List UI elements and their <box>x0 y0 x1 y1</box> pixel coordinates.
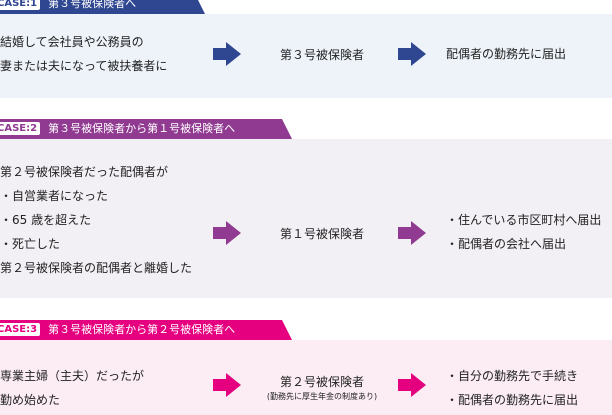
case-2-result-label: 第１号被保険者 <box>279 227 364 241</box>
case-3-result-note: (勤務先に厚生年金の制度あり) <box>266 392 378 401</box>
case-1-procedure-line: 配偶者の勤務先に届出 <box>446 47 567 61</box>
case-2-panel <box>0 139 612 298</box>
arrow-right-icon <box>213 42 241 66</box>
case-3-condition: 専業主婦（主夫）だったが 勤め始めた <box>0 364 144 412</box>
case-3-title: 第３号被保険者から第２号被保険者へ <box>48 323 236 336</box>
case-2-procedure: ・住んでいる市区町村へ届出 ・配偶者の会社へ届出 <box>446 208 601 256</box>
case-1-tab: CASE:1 第３号被保険者へ <box>0 0 205 14</box>
case-1-panel <box>0 14 612 98</box>
case-3-code: CASE:3 <box>0 323 40 336</box>
case-1-title: 第３号被保険者へ <box>48 0 137 10</box>
case-3-procedure: ・自分の勤務先で手続き ・配偶者の勤務先に届出 <box>446 364 578 412</box>
arrow-right-icon <box>398 373 426 397</box>
case-2-condition-line: ・自営業者になった <box>0 189 109 203</box>
case-3-result-label: 第２号被保険者 <box>279 375 364 389</box>
case-2-condition: 第２号被保険者だった配偶者が ・自営業者になった ・65 歳を超えた ・死亡した… <box>0 160 192 280</box>
case-2-title: 第３号被保険者から第１号被保険者へ <box>48 122 236 135</box>
case-2-condition-line: ・死亡した <box>0 237 61 251</box>
arrow-right-icon <box>398 221 426 245</box>
case-1-procedure: 配偶者の勤務先に届出 <box>446 42 566 66</box>
case-2-condition-line: ・65 歳を超えた <box>0 213 92 227</box>
case-1-result: 第３号被保険者 <box>270 46 374 63</box>
case-3-procedure-line: ・配偶者の勤務先に届出 <box>446 393 579 407</box>
case-1-result-label: 第３号被保険者 <box>279 48 364 62</box>
case-1-condition-line: 結婚して会社員や公務員の <box>0 35 144 49</box>
case-1-code: CASE:1 <box>0 0 40 10</box>
case-2-procedure-line: ・住んでいる市区町村へ届出 <box>446 213 602 227</box>
case-3-condition-line: 勤め始めた <box>0 393 61 407</box>
case-3-procedure-line: ・自分の勤務先で手続き <box>446 369 579 383</box>
arrow-right-icon <box>398 42 426 66</box>
case-1-condition-line: 妻または夫になって被扶養者に <box>0 59 168 73</box>
case-3-condition-line: 専業主婦（主夫）だったが <box>0 369 145 383</box>
case-2-procedure-line: ・配偶者の会社へ届出 <box>446 237 567 251</box>
case-3-result: 第２号被保険者 (勤務先に厚生年金の制度あり) <box>248 373 396 403</box>
case-3-tab: CASE:3 第３号被保険者から第２号被保険者へ <box>0 320 292 340</box>
case-2-code: CASE:2 <box>0 122 40 135</box>
case-2-tab: CASE:2 第３号被保険者から第１号被保険者へ <box>0 119 292 139</box>
arrow-right-icon <box>213 373 241 397</box>
case-2-result: 第１号被保険者 <box>270 225 374 242</box>
case-2-condition-line: 第２号被保険者の配偶者と離婚した <box>0 261 193 275</box>
arrow-right-icon <box>213 221 241 245</box>
case-2-condition-line: 第２号被保険者だった配偶者が <box>0 165 169 179</box>
case-3-panel <box>0 340 612 415</box>
case-1-condition: 結婚して会社員や公務員の 妻または夫になって被扶養者に <box>0 30 167 78</box>
